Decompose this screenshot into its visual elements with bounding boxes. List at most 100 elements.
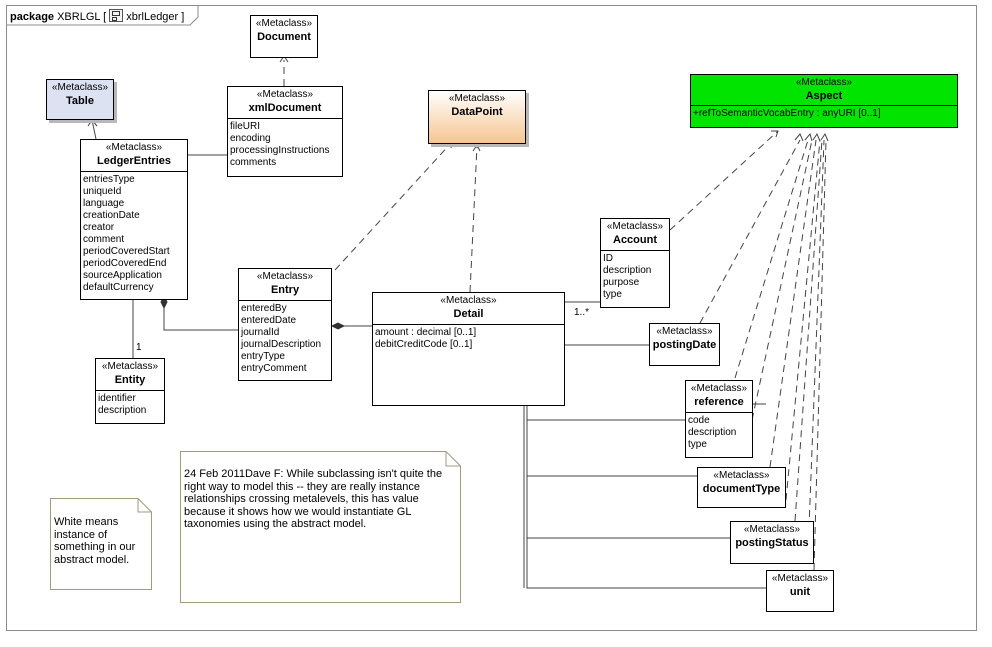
ledger-to-entry-line: [163, 302, 238, 331]
note-shape: [50, 498, 152, 590]
class-entry[interactable]: «Metaclass» Entry enteredBy enteredDate …: [238, 268, 332, 381]
aspect-arrowhead-e: [820, 132, 829, 142]
class-reference[interactable]: «Metaclass» reference code description t…: [685, 380, 753, 458]
attribute: entriesType: [83, 174, 135, 185]
stereotype: «Metaclass»: [713, 470, 770, 481]
class-document[interactable]: «Metaclass» Document: [250, 15, 318, 58]
detail-to-datapoint-line: [469, 145, 478, 293]
multiplicity-account: 1..*: [574, 307, 590, 318]
attribute: periodCoveredStart: [83, 246, 170, 257]
attribute: creationDate: [83, 210, 140, 221]
attribute: identifier: [98, 393, 136, 404]
class-name: Account: [613, 234, 657, 246]
attribute: journalId: [241, 327, 280, 338]
stereotype: «Metaclass»: [656, 326, 713, 337]
class-account[interactable]: «Metaclass» Account ID description purpo…: [600, 218, 670, 308]
attribute: type: [603, 289, 622, 300]
attribute-list: entriesType uniqueId language creationDa…: [81, 171, 187, 296]
attribute: comment: [83, 234, 125, 245]
postingstatus-to-aspect-line: [794, 139, 823, 522]
note-shape: [180, 451, 461, 603]
attribute: type: [688, 439, 707, 450]
attribute: fileURI: [230, 121, 261, 132]
bracket-open: [: [103, 11, 107, 23]
attribute-list: identifier description: [96, 390, 164, 419]
stereotype: «Metaclass»: [105, 142, 163, 153]
attribute: processingInstructions: [230, 145, 330, 156]
attribute-list: enteredBy enteredDate journalId journalD…: [239, 300, 331, 377]
class-postingstatus[interactable]: «Metaclass» postingStatus: [730, 521, 814, 564]
class-datapoint[interactable]: «Metaclass» DataPoint: [428, 90, 526, 144]
note-white-means[interactable]: White means instance of something in our…: [50, 498, 152, 590]
stereotype: «Metaclass»: [771, 573, 829, 584]
class-detail[interactable]: «Metaclass» Detail amount : decimal [0..…: [372, 292, 565, 406]
reference-to-aspect-line: [734, 139, 809, 379]
note-text: White means instance of something in our…: [54, 516, 136, 566]
attribute-list: amount : decimal [0..1] debitCreditCode …: [373, 324, 564, 353]
attribute: journalDescription: [241, 339, 322, 350]
stereotype: «Metaclass»: [256, 271, 314, 282]
aspect-arrowhead-b: [794, 133, 804, 142]
package-name: XBRLGL: [57, 11, 101, 23]
attribute: entryType: [241, 351, 285, 362]
attribute: description: [98, 405, 147, 416]
multiplicity-entity: 1: [136, 342, 142, 353]
class-name: Entity: [114, 374, 146, 386]
attribute-list: fileURI encoding processingInstructions …: [228, 118, 342, 171]
attribute: uniqueId: [83, 186, 122, 197]
aspect-arrowhead-a: [771, 130, 779, 138]
attribute: comments: [230, 157, 277, 168]
stereotype: «Metaclass»: [440, 295, 497, 306]
detail-to-unit-line: [526, 538, 766, 589]
reference-b-to-aspect-line: [751, 139, 813, 421]
stereotype: «Metaclass»: [101, 361, 159, 372]
class-name: unit: [789, 586, 811, 598]
attribute: ID: [603, 253, 613, 264]
class-aspect[interactable]: «Metaclass» Aspect +refToSemanticVocabEn…: [690, 74, 958, 128]
class-name: Document: [257, 31, 311, 43]
attribute-list: ID description purpose type: [601, 250, 669, 303]
stereotype: «Metaclass»: [51, 82, 109, 93]
class-name: Detail: [453, 308, 484, 320]
note-comment[interactable]: 24 Feb 2011Dave F: While subclassing isn…: [180, 451, 461, 603]
attribute: purpose: [603, 277, 640, 288]
package-frame: [6, 5, 977, 631]
account-to-aspect-line: [669, 130, 779, 231]
stereotype: «Metaclass»: [256, 89, 314, 100]
aspect-arrowhead-d: [812, 132, 821, 142]
diagram-name: xbrlLedger: [126, 11, 179, 23]
class-table[interactable]: «Metaclass» Table: [46, 79, 114, 120]
note-text: 24 Feb 2011Dave F: While subclassing isn…: [184, 468, 443, 530]
attribute: encoding: [230, 133, 271, 144]
attribute-list: +refToSemanticVocabEntry : anyURI [0..1]: [691, 105, 957, 122]
stereotype: «Metaclass»: [448, 93, 506, 104]
attribute: description: [688, 427, 737, 438]
class-postingdate[interactable]: «Metaclass» postingDate: [649, 323, 720, 366]
attribute: defaultCurrency: [83, 282, 154, 293]
class-ledgerentries[interactable]: «Metaclass» LedgerEntries entriesType un…: [80, 139, 188, 300]
class-name: documentType: [702, 483, 781, 495]
class-entity[interactable]: «Metaclass» Entity identifier descriptio…: [95, 358, 165, 424]
class-name: Entry: [270, 284, 300, 296]
attribute: entryComment: [241, 363, 307, 374]
attribute: periodCoveredEnd: [83, 258, 167, 269]
detail-to-documenttype-line: [526, 420, 697, 477]
ledger-to-table-line: [91, 119, 97, 140]
class-unit[interactable]: «Metaclass» unit: [766, 570, 834, 612]
class-xmldocument[interactable]: «Metaclass» xmlDocument fileURI encoding…: [227, 86, 343, 177]
stereotype: «Metaclass»: [795, 77, 853, 88]
attribute: +refToSemanticVocabEntry : anyURI [0..1]: [693, 108, 881, 119]
package-keyword: package: [10, 11, 55, 23]
class-documenttype[interactable]: «Metaclass» documentType: [697, 467, 786, 508]
stereotype: «Metaclass»: [255, 18, 313, 29]
datapoint-arrowhead-b: [472, 144, 481, 152]
detail-to-reference-line: [526, 406, 685, 421]
postingstatus-b-to-aspect-line: [807, 139, 825, 554]
attribute-list: code description type: [686, 412, 752, 453]
documenttype-b-to-aspect-line: [785, 139, 821, 501]
bracket-close: ]: [181, 11, 185, 23]
class-name: Aspect: [805, 90, 843, 102]
class-name: Table: [66, 95, 94, 107]
class-name: postingDate: [652, 339, 717, 351]
